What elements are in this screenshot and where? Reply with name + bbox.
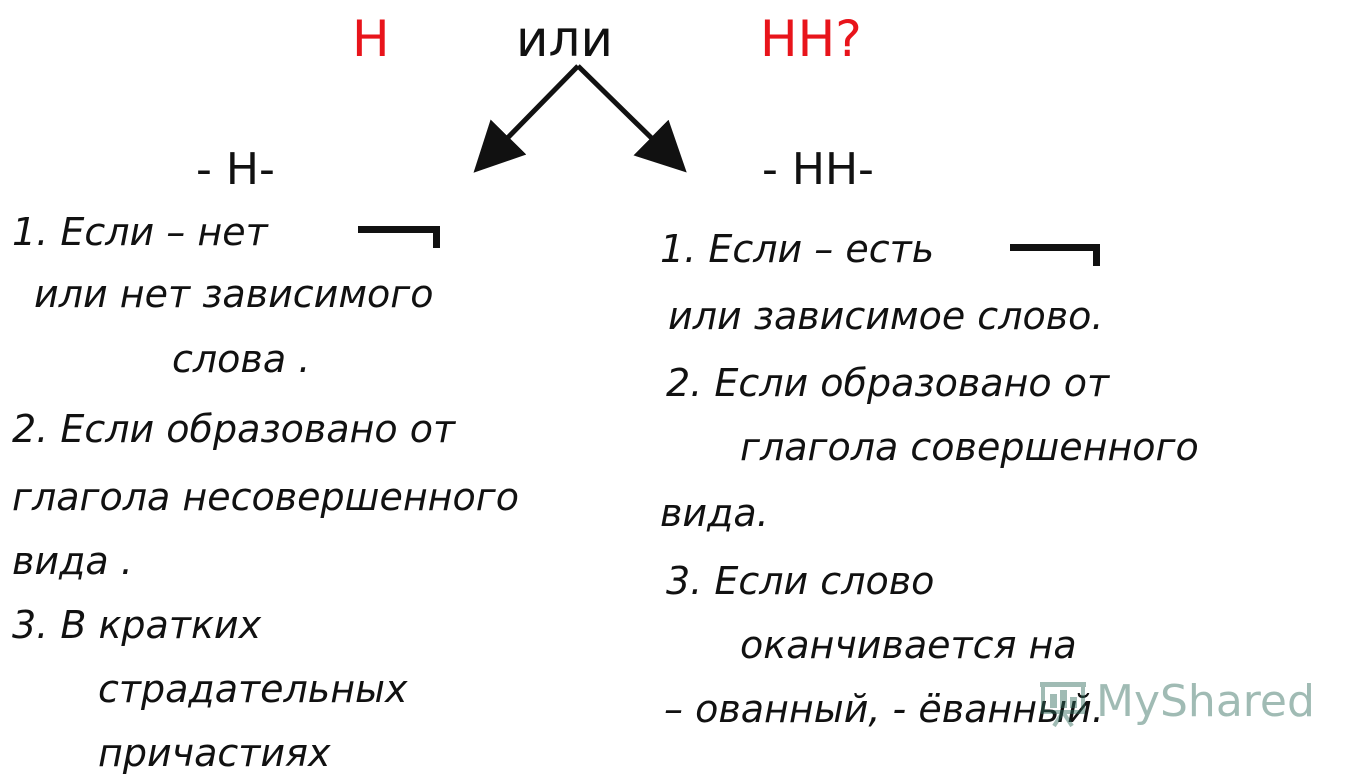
left-rule-line: 2. Если образовано от (12, 407, 456, 451)
left-rule-line: страдательных (98, 667, 408, 711)
header-option-n: Н (352, 10, 390, 68)
left-title: - Н- (196, 144, 275, 195)
right-rule-line: – ованный, - ёванный. (664, 687, 1104, 731)
right-bracket (1010, 244, 1100, 266)
left-rule-line: глагола несовершенного (12, 475, 519, 519)
left-rule-line: причастиях (98, 731, 331, 775)
left-rule-line: слова . (172, 337, 311, 381)
left-rule-line: 3. В кратких (12, 603, 262, 647)
right-rule-line: или зависимое слово. (668, 294, 1104, 338)
watermark: MyShared (1040, 676, 1350, 736)
right-rule-line: 2. Если образовано от (666, 361, 1110, 405)
header-option-nn: НН? (760, 10, 862, 68)
arrow-right (576, 64, 687, 173)
right-rule-line: оканчивается на (740, 623, 1077, 667)
watermark-text: MyShared (1096, 676, 1315, 727)
header-or: или (516, 10, 613, 68)
left-rule-line: вида . (12, 539, 133, 583)
left-rule-line: или нет зависимого (34, 272, 434, 316)
right-rule-line: глагола совершенного (740, 425, 1199, 469)
arrow-left (473, 64, 580, 173)
right-title: - НН- (762, 144, 874, 195)
right-rule-line: 3. Если слово (666, 559, 935, 603)
right-rule-line: вида. (660, 491, 769, 535)
left-rule-line: 1. Если – нет (12, 210, 268, 254)
right-rule-line: 1. Если – есть (660, 227, 935, 271)
presentation-icon (1040, 682, 1086, 728)
left-bracket (358, 226, 440, 248)
